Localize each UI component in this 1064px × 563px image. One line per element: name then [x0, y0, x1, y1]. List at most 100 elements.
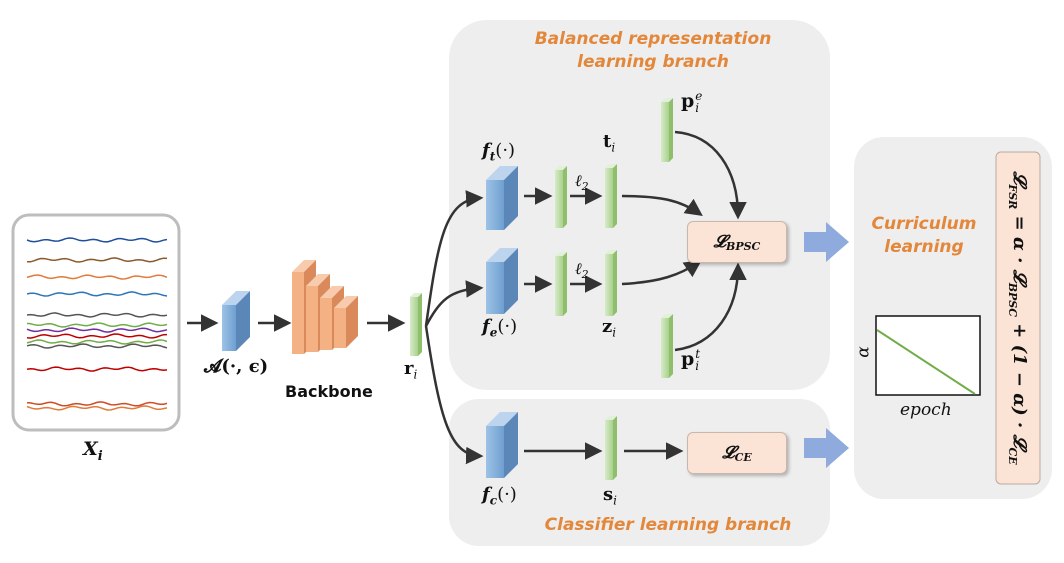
input-series-line: [26, 333, 168, 339]
augment-label: 𝓐(·, ϵ): [204, 356, 269, 377]
big-arrow-bpsc-to-curriculum: [804, 222, 849, 262]
r-main: r: [404, 358, 414, 379]
fe-main: f: [482, 316, 490, 337]
s-main: s: [603, 484, 614, 505]
final-loss-bpsc-sub: BPSC: [1006, 282, 1020, 317]
z-sub: i: [612, 325, 617, 340]
l2-bottom-sub: 2: [581, 268, 589, 282]
input-label: Xi: [83, 438, 103, 464]
feature-bar: [555, 166, 567, 228]
big-arrow-ce-to-curriculum: [804, 428, 849, 468]
ft-sub: t: [489, 149, 496, 164]
fc-label: fc(·): [482, 484, 517, 508]
backbone-label: Backbone: [285, 382, 373, 401]
balanced-branch-title-line1: Balanced representation: [534, 29, 772, 49]
ce-loss-sub: CE: [734, 450, 752, 464]
input-series-line: [26, 237, 168, 243]
pe-main: p: [681, 90, 695, 112]
balanced-branch-title-line2: learning branch: [577, 52, 729, 72]
alpha-plot-frame: [875, 315, 981, 396]
ce-loss-main: 𝓛: [722, 443, 735, 463]
ft-suffix: (·): [495, 140, 516, 161]
l2-bottom-label: ℓ2: [575, 259, 589, 281]
pt-main: p: [681, 348, 695, 370]
arrow-r-to-ft: [424, 190, 484, 327]
curriculum-title: Curriculum learning: [866, 214, 982, 257]
final-loss-lhs-sub: FSR: [1006, 184, 1020, 210]
epoch-axis-label: epoch: [900, 400, 952, 420]
final-loss-alpha: α: [1008, 236, 1030, 251]
feature-bar: [661, 98, 673, 162]
ft-main: f: [482, 140, 490, 161]
input-series-line: [26, 312, 168, 318]
l2-bottom-main: ℓ: [575, 259, 582, 278]
feature-bars: [555, 98, 673, 480]
pt-sup: t: [695, 347, 701, 361]
classifier-branch-title: Classifier learning branch: [544, 515, 792, 535]
t-label: ti: [603, 131, 615, 155]
feature-bar: [605, 164, 617, 228]
fe-sub: e: [489, 325, 498, 340]
arrow-r-to-fc: [424, 325, 484, 465]
final-loss-dot: ·: [1008, 250, 1030, 270]
curriculum-title-line1: Curriculum: [871, 214, 977, 234]
r-sub: i: [413, 367, 418, 382]
curriculum-title-line2: learning: [884, 237, 964, 257]
final-loss-eq: =: [1008, 209, 1030, 237]
input-time-series: [26, 237, 168, 411]
z-main: z: [602, 316, 613, 337]
input-series-line: [26, 405, 168, 411]
bpsc-loss-sub: BPSC: [726, 239, 761, 253]
final-loss-alpha-2: α: [1008, 393, 1030, 408]
t-main: t: [603, 131, 612, 152]
fe-block: [486, 248, 518, 314]
arrow-pe-to-bpsc: [674, 130, 747, 220]
backbone-block: [292, 260, 358, 354]
input-label-main: X: [83, 438, 98, 460]
final-loss-plus: + (1 −: [1008, 316, 1030, 394]
fc-suffix: (·): [497, 484, 517, 505]
bpsc-loss-main: 𝓛: [713, 232, 727, 252]
final-loss-ce: 𝓛: [1008, 434, 1030, 448]
final-loss-bpsc: 𝓛: [1008, 269, 1030, 283]
ft-label: ft(·): [482, 140, 515, 164]
fe-label: fe(·): [482, 316, 517, 340]
backbone-layer: [334, 296, 358, 348]
pe-sup: e: [695, 89, 703, 103]
input-series-line: [26, 322, 168, 328]
arrow-t-to-bpsc: [621, 194, 703, 217]
final-loss-close: ) ·: [1008, 407, 1030, 435]
final-loss-lhs: 𝓛: [1008, 171, 1030, 185]
feature-bar: [555, 252, 567, 316]
fe-suffix: (·): [497, 316, 518, 337]
input-series-line: [26, 339, 168, 345]
input-series-box: [11, 213, 181, 432]
feature-bar: [605, 416, 617, 480]
pe-sub: i: [695, 101, 700, 115]
s-label: si: [603, 484, 617, 508]
input-series-line: [27, 257, 168, 263]
balanced-branch-title: Balanced representation learning branch: [520, 29, 786, 72]
z-label: zi: [602, 316, 616, 340]
l2-top-sub: 2: [581, 180, 589, 194]
fc-main: f: [482, 484, 490, 505]
input-series-line: [26, 343, 168, 349]
input-series-line: [26, 401, 168, 407]
arrow-pt-to-bpsc: [674, 262, 747, 352]
input-series-line: [26, 327, 168, 333]
ft-block: [486, 166, 518, 230]
input-series-line: [26, 366, 168, 372]
l2-top-main: ℓ: [575, 171, 582, 190]
arrow-z-to-bpsc: [621, 260, 702, 286]
input-series-line: [26, 274, 168, 280]
fc-sub: c: [489, 493, 498, 508]
final-loss-ce-sub: CE: [1006, 447, 1020, 465]
arrow-r-to-fe: [424, 280, 484, 327]
s-sub: i: [613, 493, 617, 508]
pt-sub: i: [695, 359, 700, 373]
representation-bar: [410, 293, 422, 356]
